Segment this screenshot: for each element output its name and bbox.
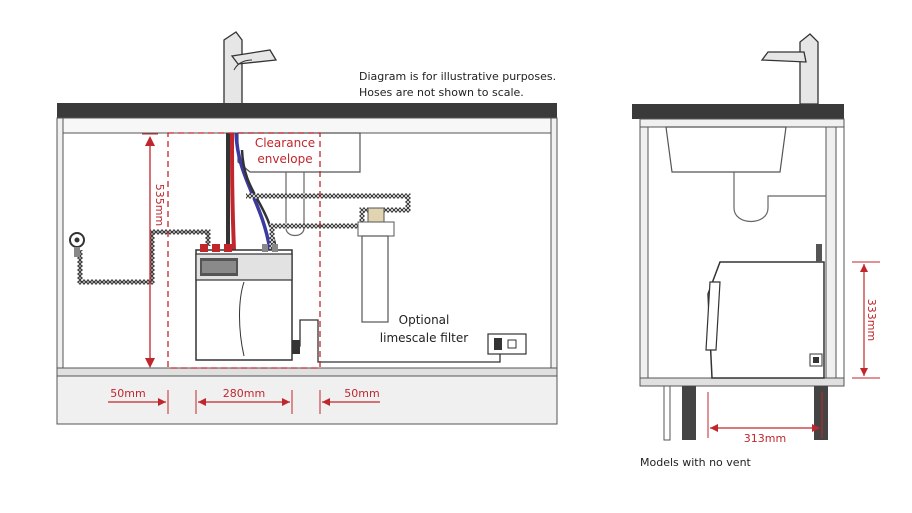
hoses-front: [77, 132, 501, 363]
power-outlet: [487, 333, 527, 355]
height-label-front: 535mm: [153, 184, 166, 226]
height-dimension-front: [142, 133, 158, 368]
height-dimension-side: [852, 261, 880, 379]
boiler-unit-front: [195, 244, 300, 361]
side-view: 333mm 313mm Models with no vent: [632, 33, 880, 469]
clearance-label-2: envelope: [257, 152, 312, 166]
filter-label-1: Optional: [399, 313, 450, 327]
sink-basin-side: [665, 126, 826, 222]
right-gap-label: 50mm: [344, 387, 379, 400]
height-label-side: 333mm: [865, 299, 878, 341]
filter-label-2: limescale filter: [380, 331, 468, 345]
clearance-envelope: [167, 132, 321, 369]
unit-width-label: 280mm: [223, 387, 265, 400]
front-view: Diagram is for illustrative purposes. Ho…: [56, 31, 558, 425]
depth-dimension-side: [707, 392, 823, 438]
tap-side: [760, 33, 819, 105]
left-gap-label: 50mm: [110, 387, 145, 400]
disclaimer-line-2: Hoses are not shown to scale.: [359, 86, 524, 99]
benchtop-side: [632, 104, 844, 119]
benchtop-front: [57, 103, 557, 118]
disclaimer-line-1: Diagram is for illustrative purposes.: [359, 70, 556, 83]
tap-front: [223, 31, 278, 105]
isolation-valve: [69, 232, 85, 257]
clearance-label-1: Clearance: [255, 136, 315, 150]
width-dimensions-front: [108, 390, 380, 414]
side-view-caption: Models with no vent: [640, 456, 752, 469]
boiler-unit-side: [705, 244, 825, 379]
depth-label-side: 313mm: [744, 432, 786, 445]
cabinet-legs: [663, 385, 828, 441]
limescale-filter: [357, 207, 395, 323]
